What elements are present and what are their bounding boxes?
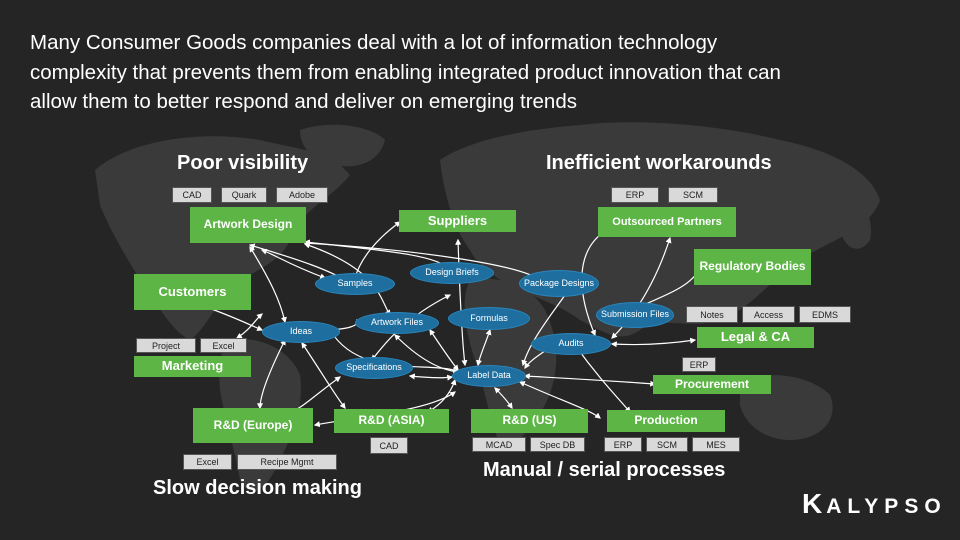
tag-cad: CAD <box>172 187 212 203</box>
box-customers: Customers <box>134 274 251 310</box>
tag-spec-db: Spec DB <box>530 437 585 452</box>
oval-specifications: Specifications <box>335 357 413 379</box>
tag-excel-europe: Excel <box>183 454 232 470</box>
tag-erp: ERP <box>611 187 659 203</box>
headline-text: Many Consumer Goods companies deal with … <box>30 31 781 113</box>
tag-notes: Notes <box>686 306 738 323</box>
oval-formulas: Formulas <box>448 307 530 330</box>
box-legal-ca: Legal & CA <box>697 327 814 348</box>
oval-audits: Audits <box>531 333 611 355</box>
oval-label-data: Label Data <box>452 365 526 387</box>
box-outsourced-partners: Outsourced Partners <box>598 207 736 237</box>
tag-access: Access <box>742 306 795 323</box>
tag-recipe-mgmt: Recipe Mgmt <box>237 454 337 470</box>
oval-design-briefs: Design Briefs <box>410 262 494 284</box>
tag-quark: Quark <box>221 187 267 203</box>
box-rnd-asia: R&D (ASIA) <box>334 409 449 433</box>
oval-package-designs: Package Designs <box>519 270 599 297</box>
tag-scm: SCM <box>668 187 718 203</box>
box-rnd-us: R&D (US) <box>471 409 588 433</box>
tag-adobe: Adobe <box>276 187 328 203</box>
oval-samples: Samples <box>315 273 395 295</box>
oval-ideas: Ideas <box>262 321 340 343</box>
tag-scm-production: SCM <box>646 437 688 452</box>
tag-excel: Excel <box>200 338 247 353</box>
box-suppliers: Suppliers <box>399 210 516 232</box>
tag-erp-procurement: ERP <box>682 357 716 372</box>
tag-mcad: MCAD <box>472 437 526 452</box>
kalypso-logo: KALYPSO <box>802 488 947 519</box>
tag-project: Project <box>136 338 196 353</box>
oval-submission-files: Submission Files <box>596 302 674 328</box>
tag-edms: EDMS <box>799 306 851 323</box>
box-production: Production <box>607 410 725 432</box>
tag-erp-production: ERP <box>604 437 642 452</box>
section-slow-decision-making: Slow decision making <box>153 477 362 499</box>
oval-artwork-files: Artwork Files <box>355 312 439 334</box>
tag-cad-asia: CAD <box>370 437 408 454</box>
box-artwork-design: Artwork Design <box>190 207 306 243</box>
box-marketing: Marketing <box>134 356 251 377</box>
box-procurement: Procurement <box>653 375 771 394</box>
box-rnd-europe: R&D (Europe) <box>193 408 313 443</box>
section-poor-visibility: Poor visibility <box>177 152 309 174</box>
section-inefficient-workarounds: Inefficient workarounds <box>546 152 772 174</box>
tag-mes: MES <box>692 437 740 452</box>
box-regulatory-bodies: Regulatory Bodies <box>694 249 811 285</box>
section-manual-serial-processes: Manual / serial processes <box>483 459 726 481</box>
